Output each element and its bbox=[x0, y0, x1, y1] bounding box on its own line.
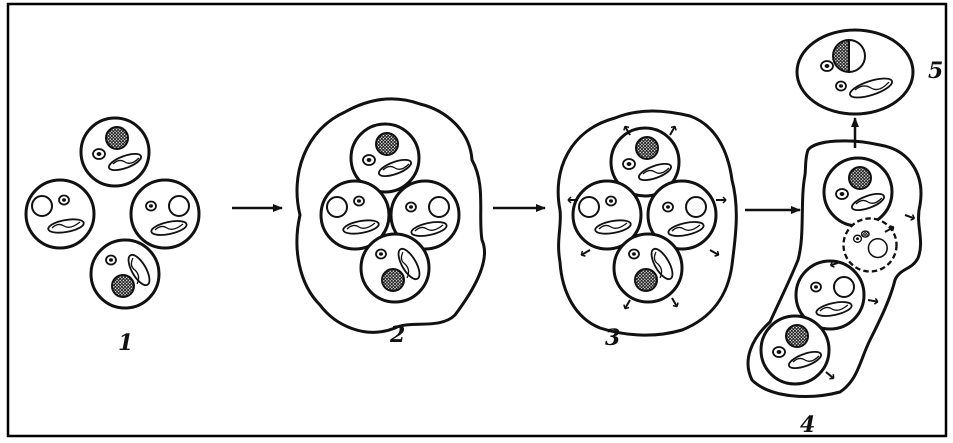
stage-1-label: 1 bbox=[118, 330, 133, 356]
stage-2-group: 2 bbox=[297, 99, 485, 348]
cell-dense bbox=[824, 158, 892, 226]
stage-5-label: 5 bbox=[928, 58, 943, 84]
cell-dense bbox=[761, 316, 829, 384]
cell-clear bbox=[26, 180, 94, 248]
cell-dense bbox=[81, 118, 149, 186]
cell-clear bbox=[131, 180, 199, 248]
cell-fusing bbox=[843, 218, 896, 271]
stage-4-label: 4 bbox=[800, 412, 815, 438]
stage-3-label: 3 bbox=[605, 325, 620, 351]
cell-final bbox=[797, 30, 913, 114]
cell-dense bbox=[91, 240, 159, 308]
cell-dense bbox=[614, 234, 682, 302]
cell-dense bbox=[361, 234, 429, 302]
stage-2-label: 2 bbox=[389, 322, 405, 348]
